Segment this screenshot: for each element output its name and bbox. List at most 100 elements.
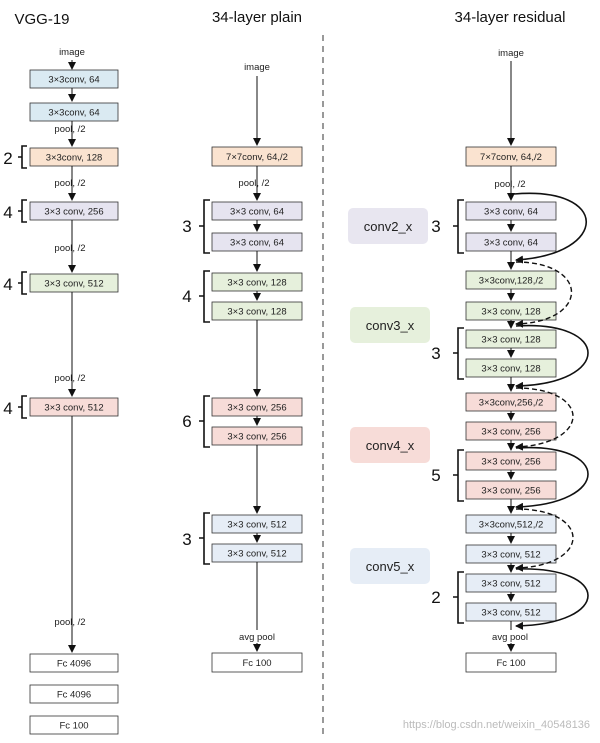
vgg-box: [29, 102, 119, 122]
residual-bracket-count: 2: [431, 588, 440, 607]
vgg-box-label: 3×3 conv, 512: [44, 279, 103, 290]
residual-bracket: [453, 327, 464, 380]
stage-label-conv4: [350, 427, 430, 463]
plain-box-label: 3×3 conv, 128: [227, 278, 286, 289]
watermark-text: https://blog.csdn.net/weixin_40548136: [403, 719, 590, 731]
residual-column: 7×7conv, 64,/2 3×3 conv, 64 3×3 conv, 64…: [348, 61, 589, 673]
residual-box-label: 3×3 conv, 256: [481, 457, 540, 468]
residual-bracket-count: 3: [431, 344, 440, 363]
residual-box-label: 3×3 conv, 128: [481, 307, 540, 318]
residual-box-label: 3×3 conv, 256: [481, 427, 540, 438]
plain-bracket-count: 3: [182, 530, 191, 549]
residual-bracket: [453, 199, 464, 254]
vgg-pool-label-3: pool, /2: [54, 243, 85, 254]
vgg-box-label: Fc 4096: [57, 659, 91, 670]
residual-box-label: 3×3 conv, 64: [484, 207, 538, 218]
vgg-box-label: 3×3 conv, 512: [44, 403, 103, 414]
title-residual: 34-layer residual: [455, 9, 566, 26]
vgg-image-label: image: [59, 47, 85, 58]
residual-bracket: [453, 449, 464, 502]
plain-box-label: 3×3 conv, 128: [227, 307, 286, 318]
vgg-box-label: 3×3conv, 128: [46, 153, 103, 164]
plain-column: 7×7conv, 64,/2 3×3 conv, 64 3×3 conv, 64…: [182, 76, 303, 673]
plain-box-label: 7×7conv, 64,/2: [226, 152, 288, 163]
vgg-bracket-count: 4: [3, 399, 12, 418]
vgg-pool-label-4: pool, /2: [54, 373, 85, 384]
stage-label-conv3: [350, 307, 430, 343]
vgg-bracket: [18, 145, 27, 169]
residual-bracket: [453, 571, 464, 624]
plain-bracket: [199, 199, 210, 254]
plain-bracket: [199, 512, 210, 565]
residual-box-label: 3×3 conv, 512: [481, 579, 540, 590]
plain-box-label: 3×3 conv, 256: [227, 403, 286, 414]
residual-box-label: 3×3 conv, 256: [481, 486, 540, 497]
vgg-box: [29, 715, 119, 735]
vgg-box-label: Fc 100: [59, 721, 88, 732]
plain-box: [211, 652, 303, 673]
residual-box-label: 3×3 conv, 512: [481, 550, 540, 561]
plain-box-label: 3×3 conv, 64: [230, 207, 284, 218]
vgg-box-label: Fc 4096: [57, 690, 91, 701]
plain-bracket: [199, 395, 210, 448]
plain-image-label: image: [244, 62, 270, 73]
skip-connection-solid: [513, 192, 587, 264]
residual-box: [465, 652, 557, 673]
vgg-box: [29, 397, 119, 417]
plain-bracket: [199, 270, 210, 323]
stage-label-conv4-text: conv4_x: [366, 438, 415, 453]
residual-box-label: 3×3conv,128,/2: [479, 276, 544, 287]
vgg-bracket-count: 4: [3, 203, 12, 222]
vgg-bracket: [18, 271, 27, 295]
vgg-box: [29, 201, 119, 221]
plain-box-label: 3×3 conv, 512: [227, 549, 286, 560]
vgg-pool-label-2: pool, /2: [54, 178, 85, 189]
residual-avgpool-label: avg pool: [492, 632, 528, 643]
stage-label-conv3-text: conv3_x: [366, 318, 415, 333]
vgg-bracket-count: 4: [3, 275, 12, 294]
vgg-box-label: 3×3conv, 64: [48, 108, 99, 119]
vgg-pool-label-1: pool, /2: [54, 124, 85, 135]
title-plain: 34-layer plain: [212, 9, 302, 26]
vgg-box-label: 3×3 conv, 256: [44, 207, 103, 218]
skip-connection-solid: [515, 324, 589, 390]
vgg-box: [29, 684, 119, 704]
plain-box-label: 3×3 conv, 64: [230, 238, 284, 249]
residual-box-label: 3×3 conv, 128: [481, 335, 540, 346]
vgg-column: 3×3conv, 64 3×3conv, 64 3×3conv, 128 3×3…: [3, 60, 119, 735]
plain-box-label: 3×3 conv, 256: [227, 432, 286, 443]
skip-connection-solid: [515, 568, 589, 630]
plain-box-label: 3×3 conv, 512: [227, 520, 286, 531]
vgg-box: [29, 147, 119, 167]
residual-bracket-count: 3: [431, 217, 440, 236]
skip-connection-dashed: [515, 261, 572, 328]
vgg-bracket: [18, 395, 27, 419]
plain-bracket-count: 6: [182, 412, 191, 431]
plain-bracket-count: 3: [182, 217, 191, 236]
plain-avgpool-label: avg pool: [239, 632, 275, 643]
plain-box-label: Fc 100: [242, 658, 271, 669]
residual-box-label: 3×3conv,256,/2: [479, 398, 544, 409]
vgg-pool-label-5: pool, /2: [54, 617, 85, 628]
stage-label-conv5-text: conv5_x: [366, 559, 415, 574]
vgg-bracket-count: 2: [3, 149, 12, 168]
skip-connection-solid: [515, 446, 589, 511]
vgg-box-label: 3×3conv, 64: [48, 75, 99, 86]
skip-connection-dashed: [515, 387, 574, 451]
vgg-bracket: [18, 199, 27, 223]
stage-label-conv2: [348, 208, 428, 244]
vgg-box: [29, 653, 119, 673]
skip-connection-dashed: [515, 508, 574, 572]
residual-box-label: Fc 100: [496, 658, 525, 669]
residual-pool-label: pool, /2: [494, 179, 525, 190]
residual-bracket-count: 5: [431, 466, 440, 485]
plain-bracket-count: 4: [182, 287, 191, 306]
title-vgg: VGG-19: [14, 11, 69, 28]
stage-label-conv2-text: conv2_x: [364, 219, 413, 234]
vgg-box: [29, 69, 119, 89]
residual-box-label: 7×7conv, 64,/2: [480, 152, 542, 163]
residual-box-label: 3×3 conv, 128: [481, 364, 540, 375]
vgg-box: [29, 273, 119, 293]
residual-box-label: 3×3 conv, 512: [481, 608, 540, 619]
